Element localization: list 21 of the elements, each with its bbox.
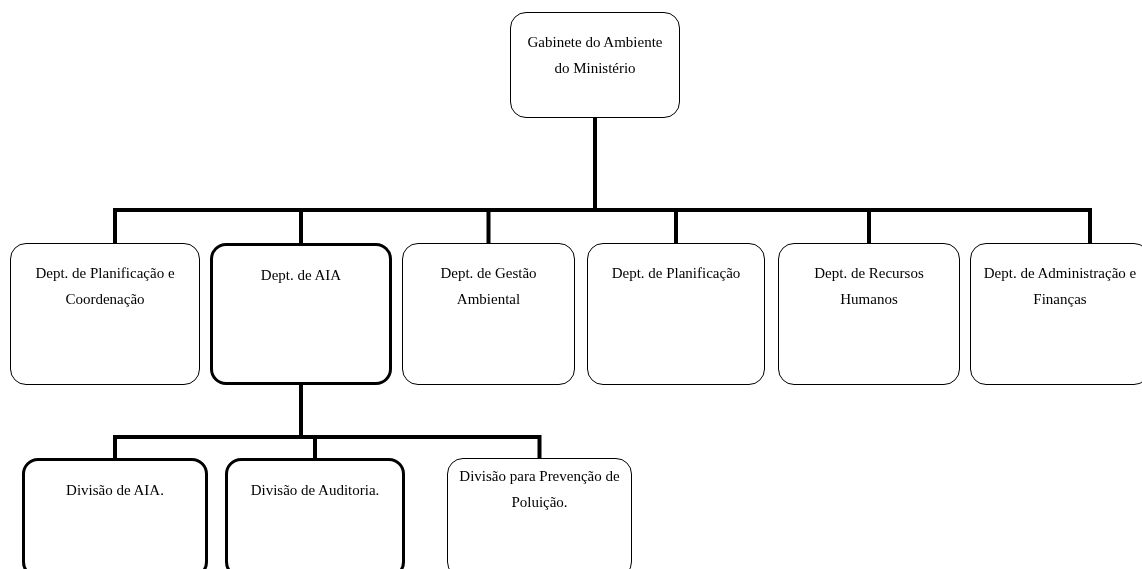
box-label: Dept. de Planificação — [611, 264, 741, 283]
org-box — [778, 243, 960, 385]
box-label: Dept. de Administração e Finanças — [982, 264, 1138, 309]
org-box — [587, 243, 765, 385]
box-label: Divisão para Prevenção de Poluição. — [458, 467, 621, 512]
box-label: Dept. de Gestão Ambiental — [439, 264, 538, 309]
org-box — [22, 458, 208, 569]
org-box — [210, 243, 392, 385]
box-label: Divisão de Auditoria. — [250, 481, 380, 500]
org-box — [10, 243, 200, 385]
org-box — [402, 243, 575, 385]
box-label: Gabinete do Ambiente do Ministério — [526, 33, 664, 78]
org-box — [447, 458, 632, 569]
box-label: Dept. de Recursos Humanos — [813, 264, 925, 309]
box-label: Dept. de Planificação e Coordenação — [34, 264, 176, 309]
org-box — [510, 12, 680, 118]
box-label: Dept. de AIA — [260, 266, 342, 285]
org-box — [225, 458, 405, 569]
org-box — [970, 243, 1142, 385]
box-label: Divisão de AIA. — [66, 481, 164, 500]
connector-line — [299, 385, 542, 458]
